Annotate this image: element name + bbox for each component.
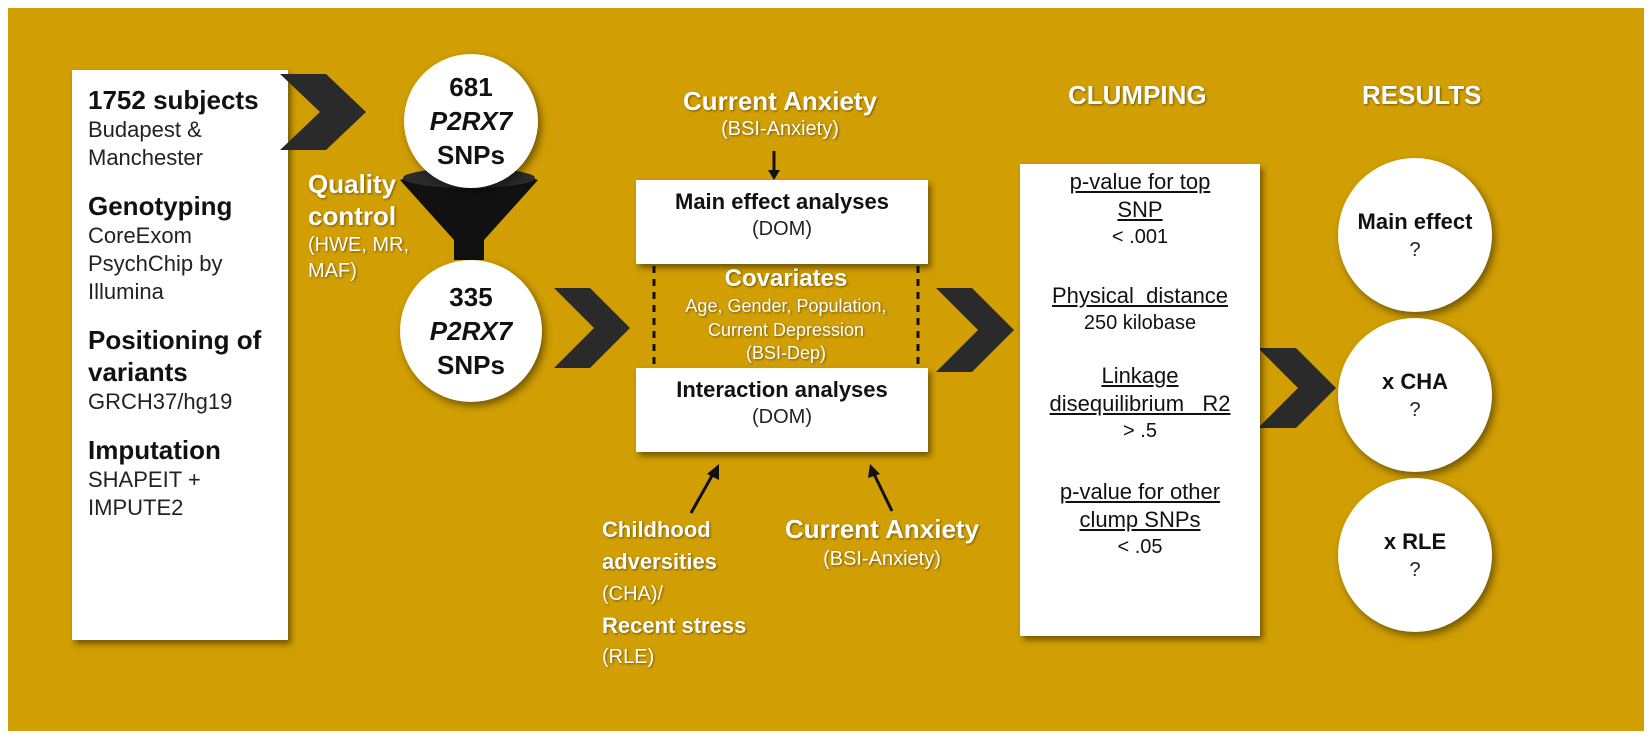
positioning-line: GRCH37/hg19 xyxy=(88,389,233,414)
chevron-arrow-icon xyxy=(1258,348,1336,428)
clump-criterion: Physical distance xyxy=(1051,283,1229,308)
main-effect-model: (DOM) xyxy=(752,218,812,240)
main-effect-title: Main effect analyses xyxy=(675,189,889,214)
clump-threshold: < .001 xyxy=(1111,226,1169,248)
cha-line: adversities xyxy=(602,549,717,574)
qc-title: Quality xyxy=(308,169,397,199)
current-anxiety-sub: (BSI-Anxiety) xyxy=(823,548,941,570)
snp-count: 681 xyxy=(449,72,493,102)
imputation-line: IMPUTE2 xyxy=(88,495,184,520)
result-title: Main effect xyxy=(1357,209,1473,234)
environment-label: Childhood adversities (CHA)/ Recent stre… xyxy=(602,514,746,672)
clump-criterion: p-value for top xyxy=(1069,169,1211,194)
imputation-line: SHAPEIT + xyxy=(88,467,201,492)
arrow-icon xyxy=(868,464,894,512)
clump-criterion: Linkage xyxy=(1101,363,1179,388)
chevron-arrow-icon xyxy=(280,74,366,150)
main-effect-box: Main effect analyses (DOM) xyxy=(636,180,928,264)
result-value: ? xyxy=(1409,239,1421,261)
arrow-icon xyxy=(768,151,780,180)
snp-unit: SNPs xyxy=(437,140,505,170)
snp-gene: P2RX7 xyxy=(429,106,513,136)
genotyping-title: Genotyping xyxy=(88,191,233,221)
current-anxiety-label: Current Anxiety (BSI-Anxiety) xyxy=(772,514,992,574)
result-title: x CHA xyxy=(1381,369,1448,394)
clump-criterion: disequilibrium R2 xyxy=(1049,391,1231,416)
covariates-line: Age, Gender, Population, xyxy=(685,296,887,316)
chevron-arrow-icon xyxy=(936,288,1014,372)
clump-threshold: 250 kilobase xyxy=(1083,312,1197,334)
interaction-title: Interaction analyses xyxy=(676,377,888,402)
clump-criterion: clump SNPs xyxy=(1079,507,1201,532)
clumping-criteria-box: p-value for top SNP < .001 Physical dist… xyxy=(1020,164,1260,636)
clump-criterion: SNP xyxy=(1117,197,1163,222)
genotyping-line: CoreExom xyxy=(88,223,192,248)
chevron-arrow-icon xyxy=(554,288,630,368)
diagram-canvas: 1752 subjects Budapest & Manchester Geno… xyxy=(8,8,1644,731)
arrow-icon xyxy=(689,464,719,514)
snp-gene: P2RX7 xyxy=(429,316,513,346)
imputation-title: Imputation xyxy=(88,435,221,465)
funnel-icon xyxy=(400,168,538,260)
cha-line: (CHA)/ xyxy=(602,583,664,605)
qc-criteria: (HWE, MR, xyxy=(308,234,410,256)
subjects-line: Manchester xyxy=(88,145,203,170)
current-anxiety-title: Current Anxiety xyxy=(784,514,980,544)
clumping-header: CLUMPING xyxy=(1068,80,1207,110)
positioning-title: variants xyxy=(88,357,188,387)
clump-threshold: > .5 xyxy=(1123,420,1157,442)
results-header: RESULTS xyxy=(1362,80,1482,110)
result-value: ? xyxy=(1409,559,1421,581)
covariates-line: Current Depression xyxy=(707,320,865,340)
interaction-box: Interaction analyses (DOM) xyxy=(636,368,928,452)
genotyping-line: PsychChip by xyxy=(88,251,223,276)
qc-criteria: MAF) xyxy=(308,260,357,282)
qc-title: control xyxy=(308,201,397,231)
current-anxiety-label: Current Anxiety (BSI-Anxiety) xyxy=(630,86,930,142)
covariates-title: Covariates xyxy=(724,265,848,292)
covariates-line: (BSI-Dep) xyxy=(745,343,826,363)
snp-count-circle: 335 P2RX7 SNPs xyxy=(400,260,542,402)
cha-line: Childhood xyxy=(602,517,711,542)
positioning-title: Positioning of xyxy=(88,325,262,355)
subjects-line: Budapest & xyxy=(88,117,202,142)
study-info-box: 1752 subjects Budapest & Manchester Geno… xyxy=(72,70,288,640)
rle-line: Recent stress xyxy=(602,613,747,638)
result-circle: x CHA ? xyxy=(1338,318,1492,472)
genotyping-line: Illumina xyxy=(88,279,164,304)
subjects-title: 1752 subjects xyxy=(88,85,259,115)
snp-unit: SNPs xyxy=(437,350,505,380)
connectors-layer xyxy=(280,74,1336,514)
clump-threshold: < .05 xyxy=(1117,536,1163,558)
clump-criterion: p-value for other xyxy=(1059,479,1221,504)
result-value: ? xyxy=(1409,399,1421,421)
result-circle: x RLE ? xyxy=(1338,478,1492,632)
current-anxiety-sub: (BSI-Anxiety) xyxy=(721,118,839,140)
covariates-label: Covariates Age, Gender, Population, Curr… xyxy=(648,264,924,364)
result-circle: Main effect ? xyxy=(1338,158,1492,312)
snp-count: 335 xyxy=(449,282,493,312)
quality-control-label: Quality control (HWE, MR, MAF) xyxy=(308,168,409,284)
rle-line: (RLE) xyxy=(602,646,655,668)
result-title: x RLE xyxy=(1383,529,1447,554)
interaction-model: (DOM) xyxy=(752,406,812,428)
current-anxiety-title: Current Anxiety xyxy=(682,86,878,116)
snp-count-circle: 681 P2RX7 SNPs xyxy=(404,54,538,188)
